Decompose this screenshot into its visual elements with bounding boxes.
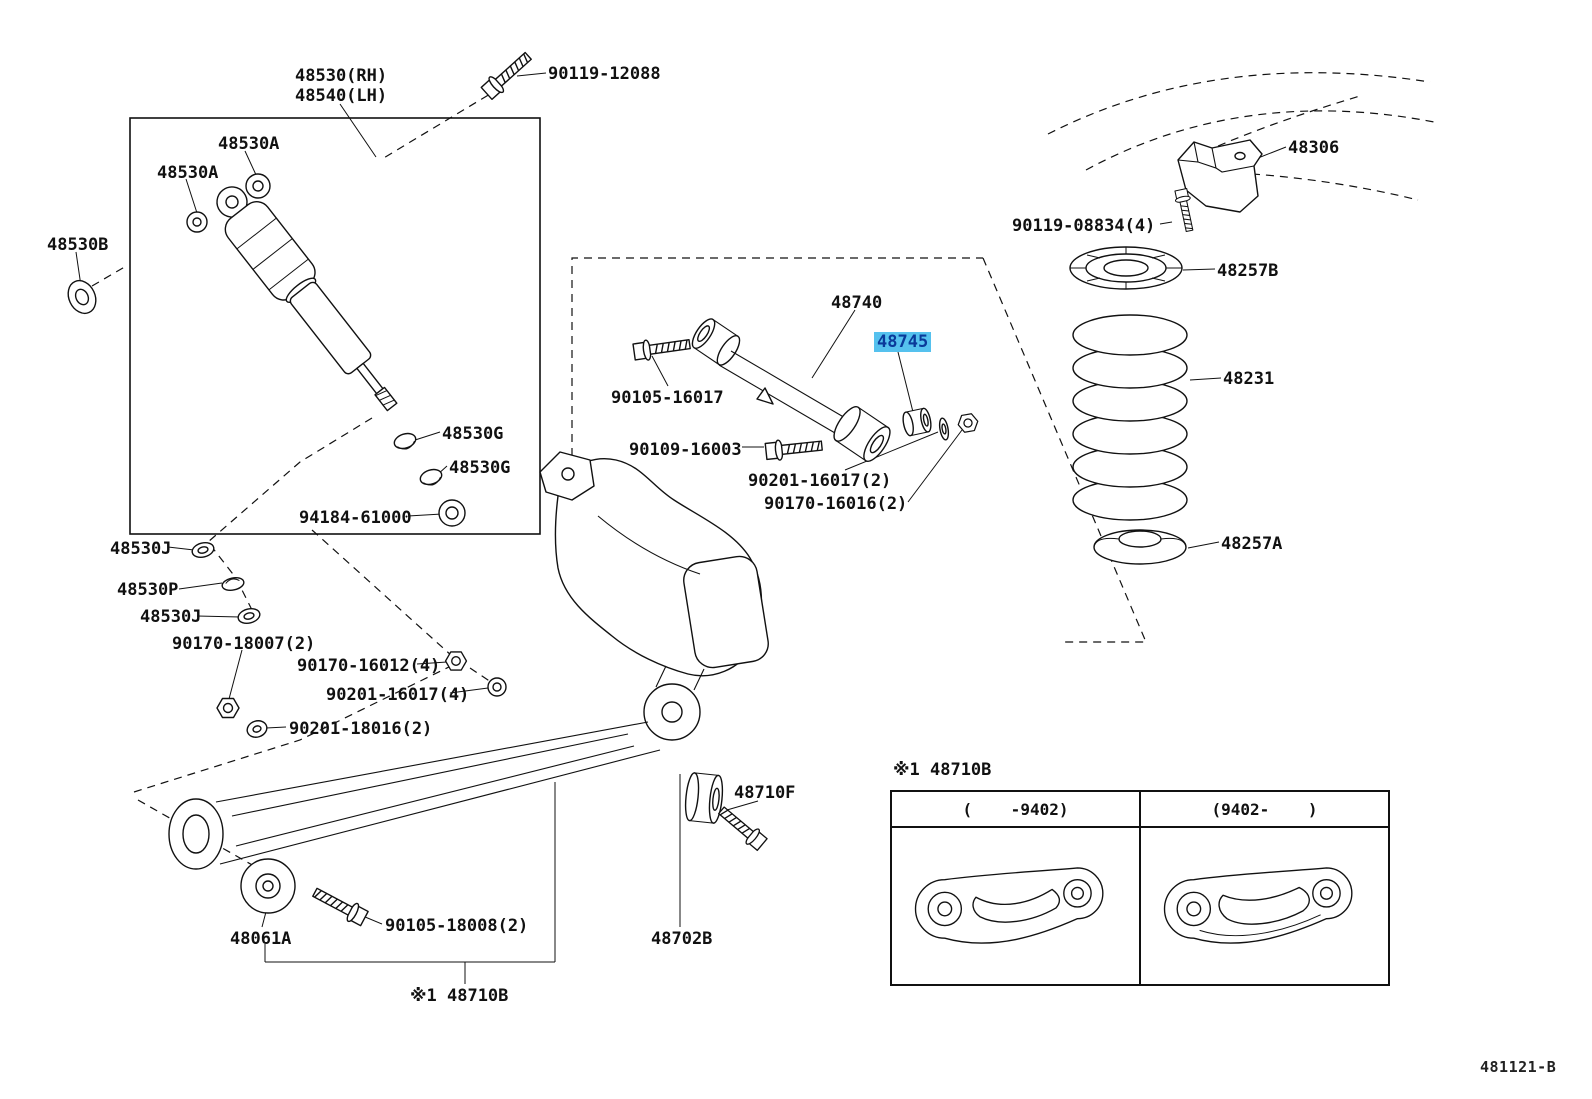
shock-absorber-drawing: [186, 173, 466, 527]
variant-cell-late: [1139, 828, 1388, 984]
part-label-90105-18008[interactable]: 90105-18008(2): [385, 916, 529, 936]
part-label-48530g-2[interactable]: 48530G: [449, 458, 511, 478]
part-label-48530b[interactable]: 48530B: [47, 235, 109, 255]
shock-absorber-box-outline: [129, 117, 541, 535]
part-label-90109-16003[interactable]: 90109-16003: [629, 440, 742, 460]
variant-column-late: (9402- ): [1139, 792, 1388, 826]
bumper-bracket-48306-drawing: [1177, 139, 1263, 213]
shock-grommet: [438, 499, 466, 527]
part-label-48710b-main[interactable]: ※1 48710B: [410, 986, 509, 1006]
lateral-rod-drawing: [632, 318, 980, 463]
washer-90201-16017: [938, 417, 950, 441]
part-label-90201-16017-4[interactable]: 90201-16017(4): [326, 685, 470, 705]
bushing-48745-drawing: [902, 407, 932, 437]
variant-table-header: ( -9402) (9402- ): [892, 792, 1388, 828]
drawing-number: 481121-B: [1480, 1058, 1557, 1076]
coil-spring-48231-drawing: [1072, 314, 1188, 521]
trailing-arm-drawing: [168, 721, 769, 929]
shock-cushion-retainer-upper: [393, 432, 417, 450]
spring-seat-48257a-drawing: [1093, 529, 1187, 565]
part-label-48231[interactable]: 48231: [1223, 369, 1275, 389]
part-label-48530j-2[interactable]: 48530J: [140, 607, 202, 627]
part-label-94184-61000[interactable]: 94184-61000: [299, 508, 412, 528]
part-label-90119-08834[interactable]: 90119-08834(4): [1012, 216, 1156, 236]
part-label-48530a-2[interactable]: 48530A: [157, 163, 219, 183]
part-label-48740[interactable]: 48740: [831, 293, 883, 313]
part-label-90170-16016[interactable]: 90170-16016(2): [764, 494, 908, 514]
part-label-90170-18007[interactable]: 90170-18007(2): [172, 634, 316, 654]
variant-table-body: [892, 828, 1388, 984]
part-label-48530-rh[interactable]: 48530(RH): [295, 66, 388, 86]
part-label-90170-16012[interactable]: 90170-16012(4): [297, 656, 441, 676]
variant-table-title: ※1 48710B: [893, 760, 992, 780]
part-label-48540-lh[interactable]: 48540(LH): [295, 86, 388, 106]
part-label-90119-12088[interactable]: 90119-12088: [548, 64, 661, 84]
part-label-48710f[interactable]: 48710F: [734, 783, 796, 803]
part-label-48530g-1[interactable]: 48530G: [442, 424, 504, 444]
part-label-48257a[interactable]: 48257A: [1221, 534, 1283, 554]
bushing-48061a-drawing: [240, 858, 296, 914]
variant-column-early: ( -9402): [962, 799, 1069, 819]
part-label-48745[interactable]: 48745: [874, 332, 932, 352]
spring-seat-48257b-drawing: [1069, 246, 1183, 290]
part-label-48257b[interactable]: 48257B: [1217, 261, 1279, 281]
part-label-48530p[interactable]: 48530P: [117, 580, 179, 600]
leader-lines: [75, 72, 1287, 984]
arm-diagram-late-icon: [1163, 867, 1352, 944]
arm-diagram-early-icon: [914, 867, 1103, 944]
part-label-48702b[interactable]: 48702B: [651, 929, 713, 949]
variant-cell-early: [892, 828, 1139, 984]
shock-cushion-retainer-lower: [419, 468, 443, 486]
part-label-48530a-1[interactable]: 48530A: [218, 134, 280, 154]
part-label-90201-16017-2[interactable]: 90201-16017(2): [748, 471, 892, 491]
part-label-90201-18016[interactable]: 90201-18016(2): [289, 719, 433, 739]
axle-housing-drawing: [539, 451, 769, 741]
part-label-48061a[interactable]: 48061A: [230, 929, 292, 949]
part-label-90105-16017[interactable]: 90105-16017: [611, 388, 724, 408]
bushing-48710f-drawing: [684, 772, 724, 824]
variant-table: ( -9402) (9402- ): [890, 790, 1390, 986]
shock-mount-hardware: [67, 279, 507, 738]
part-label-48306[interactable]: 48306: [1288, 138, 1340, 158]
part-label-48530j-1[interactable]: 48530J: [110, 539, 172, 559]
